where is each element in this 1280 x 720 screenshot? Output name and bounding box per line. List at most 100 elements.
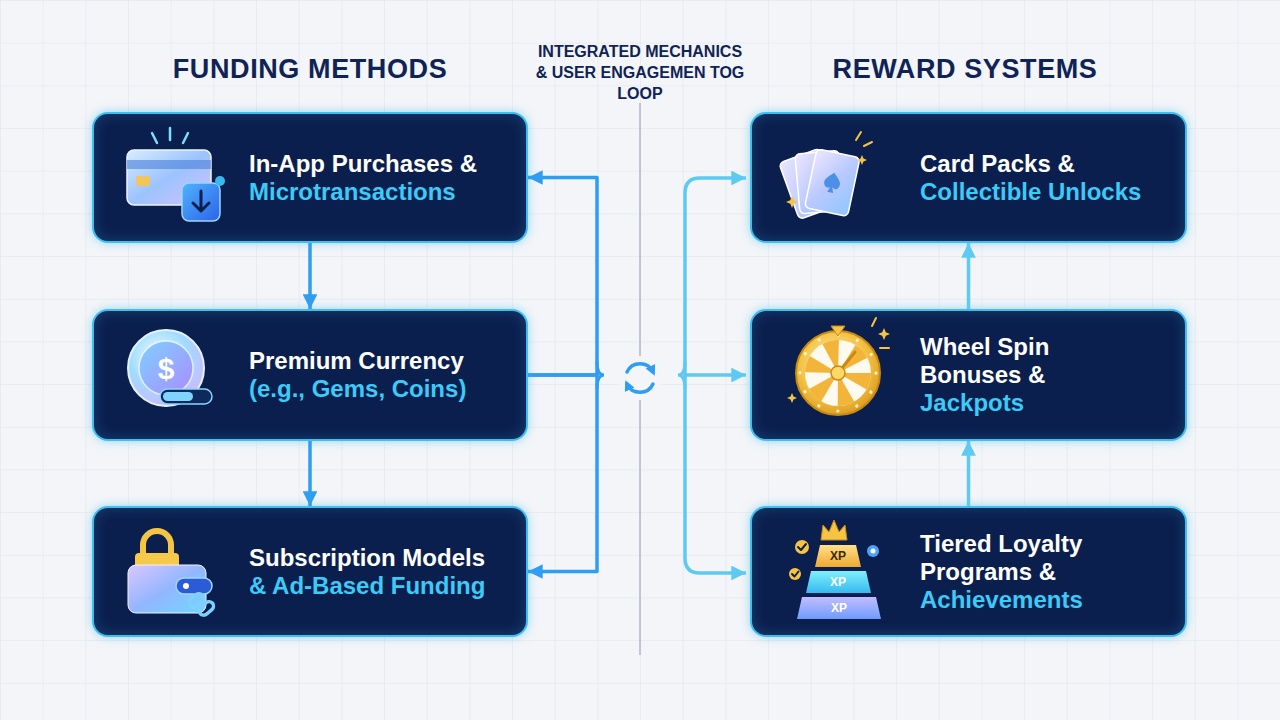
glow-ray — [183, 133, 188, 143]
flow-arrow — [967, 441, 971, 506]
box-subtitle: Microtransactions — [249, 178, 524, 206]
box-title: In-App Purchases & — [249, 150, 524, 178]
box-title: Wheel Spin Bonuses & — [920, 333, 1100, 389]
lock-shackle — [143, 531, 171, 560]
plus-dot — [215, 176, 225, 186]
card-chip — [136, 176, 150, 186]
bracket-brace — [597, 362, 604, 388]
bracket-arrow — [685, 178, 746, 193]
text-group: Subscription Models& Ad-Based Funding — [249, 508, 524, 635]
strap-button — [183, 583, 189, 589]
glow-ray — [880, 347, 889, 349]
column-heading: REWARD SYSTEMS — [833, 55, 1098, 85]
card-stripe — [127, 160, 211, 169]
loop-arrow — [627, 384, 653, 392]
text-group: Premium Currency(e.g., Gems, Coins) — [249, 311, 524, 439]
chain-link — [187, 592, 205, 609]
text-group: In-App Purchases &Microtransactions — [249, 114, 524, 241]
pyramid-tier — [797, 597, 881, 619]
text-group: Wheel Spin Bonuses &Jackpots — [920, 311, 1100, 439]
text-group: Tiered Loyalty Programs &Achievements — [920, 508, 1120, 635]
box-title: Premium Currency — [249, 347, 524, 375]
box-subtitle: (e.g., Gems, Coins) — [249, 375, 524, 403]
wallet-body — [128, 565, 206, 613]
flow-arrow — [528, 375, 597, 572]
flow-arrow — [528, 178, 597, 376]
box-subtitle: Achievements — [920, 586, 1120, 614]
loop-icon-backdrop — [618, 356, 662, 400]
bracket-arrow — [685, 373, 746, 377]
column-heading: FUNDING METHODS — [173, 55, 448, 85]
card-body — [127, 150, 211, 205]
crown — [821, 520, 847, 540]
distribution-bracket — [678, 178, 746, 573]
wheel-bulbs — [800, 335, 876, 411]
credit-card-icon — [127, 128, 225, 221]
check-mark — [792, 572, 799, 577]
flow-arrow — [967, 243, 971, 309]
bracket-arrow — [685, 558, 746, 573]
wheel-hub — [831, 366, 845, 380]
check-badge — [795, 540, 809, 554]
check-mark — [798, 544, 806, 550]
card-pack-icon — [779, 132, 872, 220]
download-badge — [182, 183, 220, 221]
coin-outer — [128, 330, 204, 406]
loop-arrow — [627, 364, 653, 372]
sparkle — [786, 196, 798, 208]
text-group: Card Packs &Collectible Unlocks — [920, 114, 1180, 241]
sparkle — [787, 393, 797, 403]
glow-ray — [169, 128, 172, 140]
wheel-face — [805, 340, 871, 406]
spade-symbol — [822, 171, 842, 194]
status-dot — [867, 545, 879, 557]
box-subtitle: Jackpots — [920, 389, 1100, 417]
pyramid-tier — [815, 545, 861, 567]
bracket-brace — [678, 362, 685, 388]
playing-card — [804, 149, 860, 217]
box-subtitle: Collectible Unlocks — [920, 178, 1180, 206]
glow-ray — [864, 142, 872, 146]
wheel-segments — [822, 357, 855, 390]
sparkle — [878, 328, 890, 340]
coin-icon — [128, 330, 212, 406]
playing-card — [779, 148, 841, 219]
lock-wallet-icon — [128, 531, 215, 617]
chain-link — [197, 600, 215, 617]
wheel-rim — [796, 331, 880, 415]
box-subtitle: & Ad-Based Funding — [249, 572, 524, 600]
playing-card — [795, 150, 844, 214]
wheel-pointer — [831, 326, 845, 336]
glow-ray — [872, 318, 876, 326]
progress-bar — [160, 389, 212, 404]
flow-arrow — [308, 243, 312, 309]
prize-wheel-icon — [787, 318, 890, 415]
glow-ray — [152, 133, 157, 143]
wheel-needle — [838, 352, 855, 373]
download-arrow — [193, 191, 209, 211]
funding-box: Premium Currency(e.g., Gems, Coins) — [92, 309, 528, 441]
reward-box: Card Packs &Collectible Unlocks — [750, 112, 1187, 243]
funding-box: Subscription Models& Ad-Based Funding — [92, 506, 528, 637]
sparkle — [857, 155, 867, 165]
check-badge — [789, 568, 801, 580]
funding-box: In-App Purchases &Microtransactions — [92, 112, 528, 243]
bracket-spine — [683, 193, 687, 558]
flow-arrow — [308, 441, 312, 506]
wallet-strap — [176, 578, 212, 594]
coin-inner — [139, 341, 193, 395]
box-title: Tiered Loyalty Programs & — [920, 530, 1120, 586]
loop-caption: INTEGRATED MECHANICS & USER ENGAGEMEN TO… — [533, 41, 747, 104]
pyramid-tier — [806, 571, 871, 593]
glow-ray — [856, 132, 861, 140]
lock-body — [135, 553, 179, 575]
box-title: Subscription Models — [249, 544, 524, 572]
reward-box: Wheel Spin Bonuses &Jackpots — [750, 309, 1187, 441]
center-divider — [639, 103, 641, 655]
box-title: Card Packs & — [920, 150, 1180, 178]
loyalty-pyramid-icon — [789, 520, 881, 619]
reward-box: Tiered Loyalty Programs &Achievements — [750, 506, 1187, 637]
loop-icon — [618, 356, 662, 400]
progress-fill — [163, 392, 193, 401]
